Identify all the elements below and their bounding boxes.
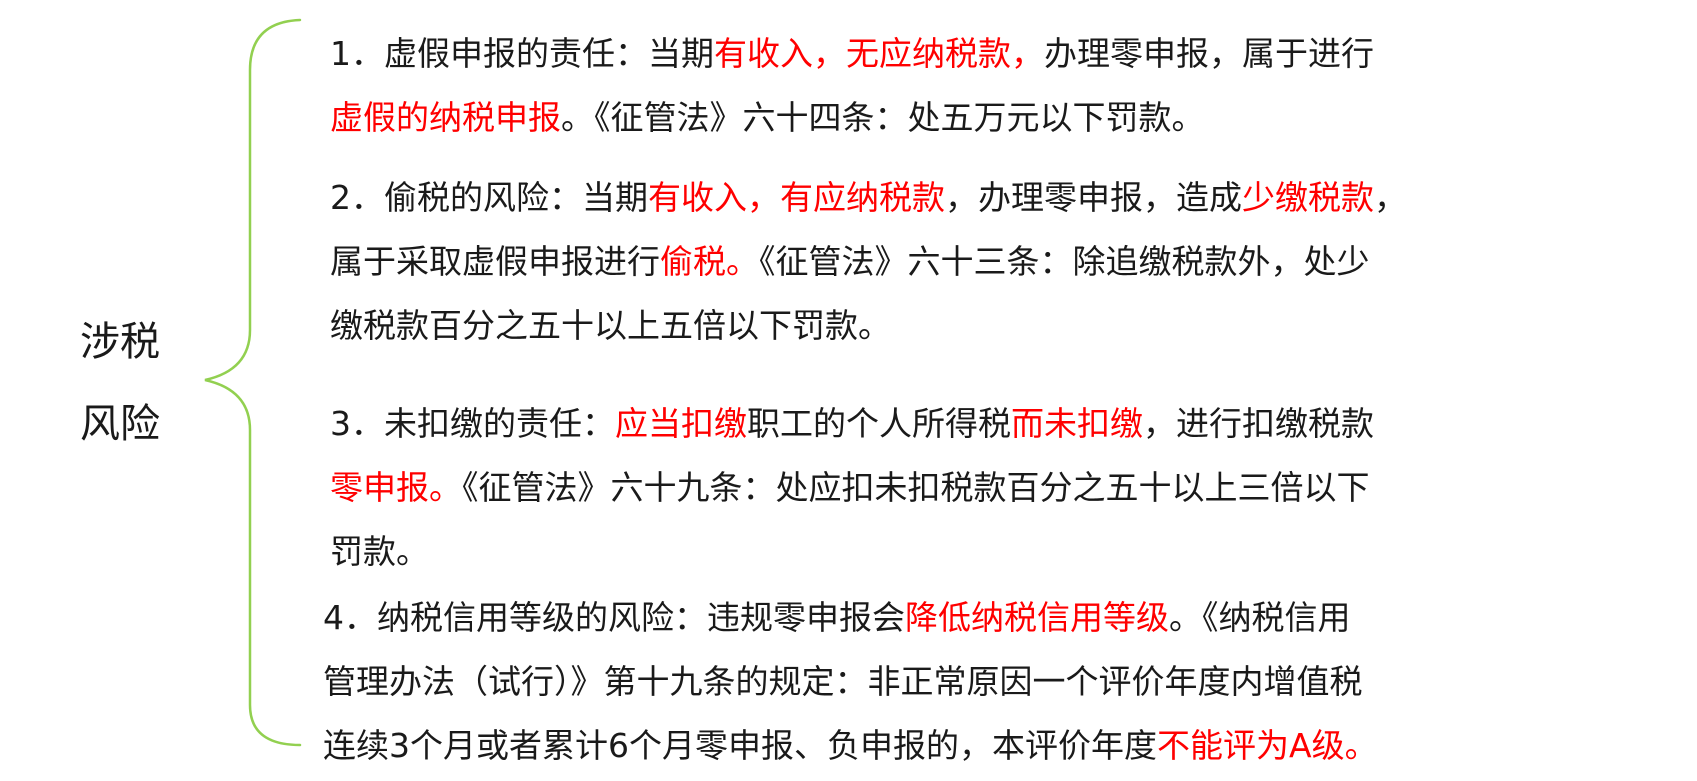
risk-item-4: 4．纳税信用等级的风险：违规零申报会降低纳税信用等级。《纳税信用管理办法（试行）…: [323, 586, 1378, 778]
body-text: 职工的个人所得税: [747, 404, 1011, 443]
risk-item-line: 罚款。: [330, 520, 1374, 584]
body-text: ，办理零申报，造成: [945, 178, 1242, 217]
highlighted-text: 少缴税款: [1242, 178, 1374, 217]
highlighted-text: 而未扣缴: [1011, 404, 1143, 443]
body-text: 《征管法》六十九条：处应扣未扣税款百分之五十以上三倍以下: [462, 468, 1370, 507]
body-text: ，进行扣缴税款: [1143, 404, 1374, 443]
body-text: 属于采取虚假申报进行: [330, 242, 660, 281]
body-text: 《征管法》六十三条：除追缴税款外，处少: [759, 242, 1370, 281]
risk-item-line: 1．虚假申报的责任：当期有收入，无应纳税款，办理零申报，属于进行: [330, 22, 1374, 86]
risk-item-line: 连续3个月或者累计6个月零申报、负申报的，本评价年度不能评为A级。: [323, 714, 1378, 778]
body-text: 。《征管法》六十四条：处五万元以下罚款。: [561, 98, 1205, 137]
risk-item-1: 1．虚假申报的责任：当期有收入，无应纳税款，办理零申报，属于进行虚假的纳税申报。…: [330, 22, 1374, 150]
brace-path: [204, 18, 302, 747]
risk-item-line: 管理办法（试行）》第十九条的规定：非正常原因一个评价年度内增值税: [323, 650, 1378, 714]
body-text: 办理零申报，属于进行: [1044, 34, 1374, 73]
highlighted-text: 虚假的纳税申报: [330, 98, 561, 137]
risk-item-2: 2．偷税的风险：当期有收入，有应纳税款，办理零申报，造成少缴税款，属于采取虚假申…: [330, 166, 1407, 358]
highlighted-text: 应当扣缴: [615, 404, 747, 443]
body-text: 连续3个月或者累计6个月零申报、负申报的，本评价年度: [323, 726, 1157, 765]
highlighted-text: 偷税。: [660, 242, 759, 281]
risk-item-3: 3．未扣缴的责任：应当扣缴职工的个人所得税而未扣缴，进行扣缴税款零申报。《征管法…: [330, 392, 1374, 584]
risk-item-line: 虚假的纳税申报。《征管法》六十四条：处五万元以下罚款。: [330, 86, 1374, 150]
highlighted-text: 降低纳税信用等级: [905, 598, 1169, 637]
body-text: 缴税款百分之五十以上五倍以下罚款。: [330, 306, 891, 345]
highlighted-text: 有收入，有应纳税款: [648, 178, 945, 217]
body-text: ，: [1374, 178, 1407, 217]
topic-label-line1: 涉税: [80, 319, 160, 365]
risk-item-line: 2．偷税的风险：当期有收入，有应纳税款，办理零申报，造成少缴税款，: [330, 166, 1407, 230]
risk-item-line: 3．未扣缴的责任：应当扣缴职工的个人所得税而未扣缴，进行扣缴税款: [330, 392, 1374, 456]
highlighted-text: 有收入，无应纳税款，: [714, 34, 1044, 73]
risk-item-line: 4．纳税信用等级的风险：违规零申报会降低纳税信用等级。《纳税信用: [323, 586, 1378, 650]
risk-item-line: 零申报。《征管法》六十九条：处应扣未扣税款百分之五十以上三倍以下: [330, 456, 1374, 520]
body-text: 1．虚假申报的责任：当期: [330, 34, 714, 73]
topic-label-line2: 风险: [80, 401, 160, 447]
highlighted-text: 不能评为A级。: [1157, 726, 1378, 765]
body-text: 2．偷税的风险：当期: [330, 178, 648, 217]
body-text: 管理办法（试行）》第十九条的规定：非正常原因一个评价年度内增值税: [323, 662, 1363, 701]
risk-item-line: 属于采取虚假申报进行偷税。《征管法》六十三条：除追缴税款外，处少: [330, 230, 1407, 294]
body-text: 。《纳税信用: [1169, 598, 1351, 637]
highlighted-text: 零申报。: [330, 468, 462, 507]
risk-item-line: 缴税款百分之五十以上五倍以下罚款。: [330, 294, 1407, 358]
body-text: 3．未扣缴的责任：: [330, 404, 615, 443]
body-text: 罚款。: [330, 532, 429, 571]
body-text: 4．纳税信用等级的风险：违规零申报会: [323, 598, 905, 637]
